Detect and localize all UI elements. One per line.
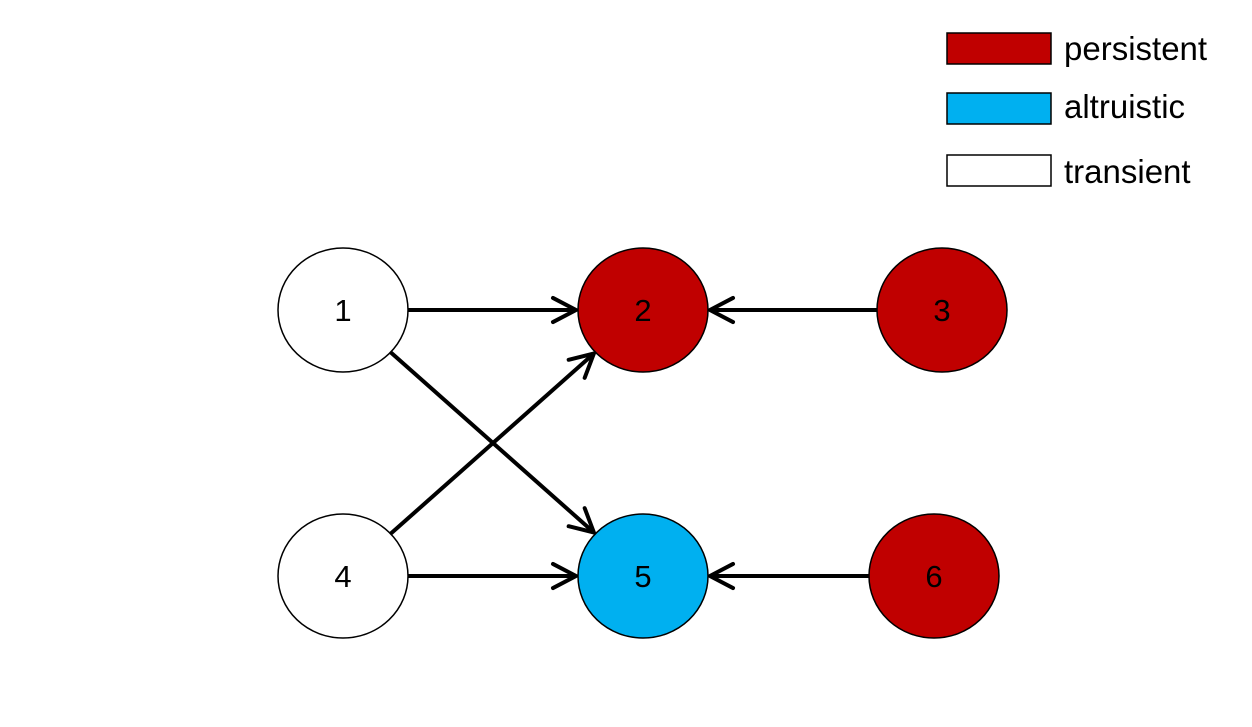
node-3: 3 [876,247,1008,373]
node-label: 3 [933,293,950,328]
node-label: 1 [334,293,351,328]
arrowhead [705,561,736,591]
node-label: 4 [334,559,351,594]
legend-swatch-transient [946,154,1052,187]
node-1: 1 [277,247,409,373]
arrowhead [705,295,736,325]
node-label: 5 [634,559,651,594]
edge-line [389,352,596,536]
nodes: 1 2 3 4 5 6 [277,247,1008,639]
legend-item-persistent: persistent [946,30,1207,67]
legend-swatch-persistent [946,32,1052,65]
edges [389,295,877,591]
edge-6-to-5 [705,561,869,591]
node-6: 6 [868,513,1000,639]
arrowhead [550,561,581,591]
node-circle-persistent [577,247,709,373]
edge-3-to-2 [705,295,877,325]
edge-4-to-5 [408,561,581,591]
node-label: 6 [925,559,942,594]
arrowhead [566,350,598,380]
edge-4-to-2 [389,350,598,536]
arrowhead [550,295,581,325]
node-circle-altruistic [577,513,709,639]
node-2: 2 [577,247,709,373]
arrowhead [566,506,598,536]
node-label: 2 [634,293,651,328]
legend-item-transient: transient [946,153,1191,190]
node-circle-transient [277,513,409,639]
legend-swatch-altruistic [946,92,1052,125]
legend-label-persistent: persistent [1064,30,1207,67]
legend-label-transient: transient [1064,153,1191,190]
legend: persistent altruistic transient [946,30,1207,190]
node-circle-persistent [876,247,1008,373]
node-circle-transient [277,247,409,373]
node-circle-persistent [868,513,1000,639]
legend-label-altruistic: altruistic [1064,88,1185,125]
node-4: 4 [277,513,409,639]
legend-item-altruistic: altruistic [946,88,1185,125]
edge-1-to-2 [408,295,581,325]
node-5: 5 [577,513,709,639]
